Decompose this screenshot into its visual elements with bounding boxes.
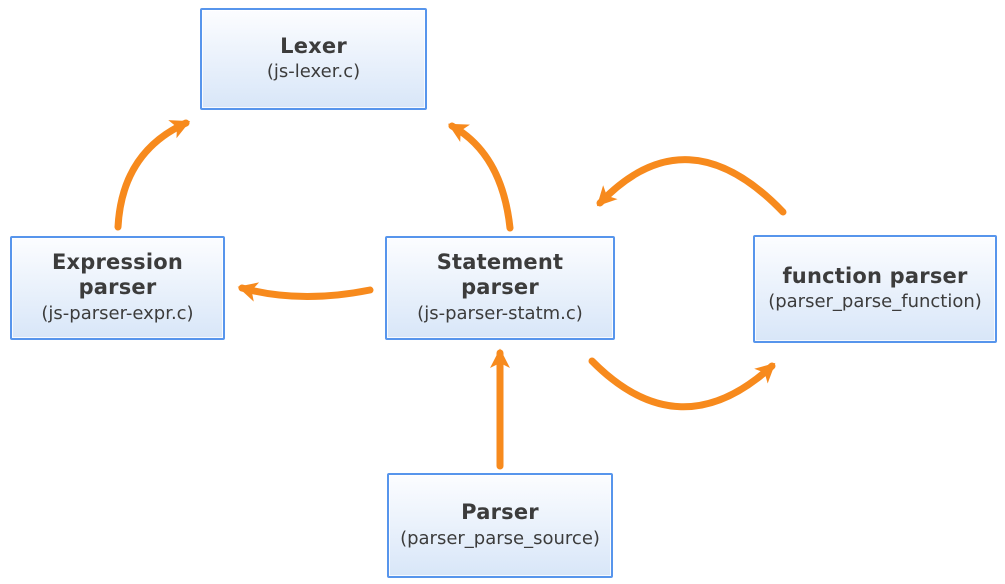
node-subtitle: (js-parser-expr.c) — [41, 302, 194, 324]
edge-statement-parser-to-expression-parser-arrow — [237, 282, 374, 302]
node-subtitle: (js-lexer.c) — [266, 61, 361, 83]
node-title: Expression parser — [51, 249, 184, 300]
node-title: function parser — [782, 263, 968, 288]
node-expression-parser: Expression parser (js-parser-expr.c) — [10, 236, 225, 340]
node-function-parser: function parser (parser_parse_function) — [753, 235, 997, 343]
edge-expression-parser-to-lexer-arrow — [114, 119, 191, 231]
node-subtitle: (parser_parse_source) — [400, 527, 600, 549]
edge-statement-parser-to-lexer-arrow — [448, 122, 514, 232]
node-parser: Parser (parser_parse_source) — [387, 473, 613, 578]
node-title: Parser — [461, 500, 539, 525]
node-lexer: Lexer (js-lexer.c) — [200, 8, 427, 110]
node-statement-parser: Statement parser (js-parser-statm.c) — [385, 236, 615, 340]
node-title: Lexer — [280, 33, 347, 58]
node-title: Statement parser — [436, 249, 564, 300]
node-subtitle: (js-parser-statm.c) — [417, 302, 583, 324]
edge-statement-parser-to-function-parser-arrow — [588, 357, 776, 411]
edge-function-parser-to-statement-parser-arrow — [596, 156, 787, 216]
node-subtitle: (parser_parse_function) — [768, 291, 982, 313]
